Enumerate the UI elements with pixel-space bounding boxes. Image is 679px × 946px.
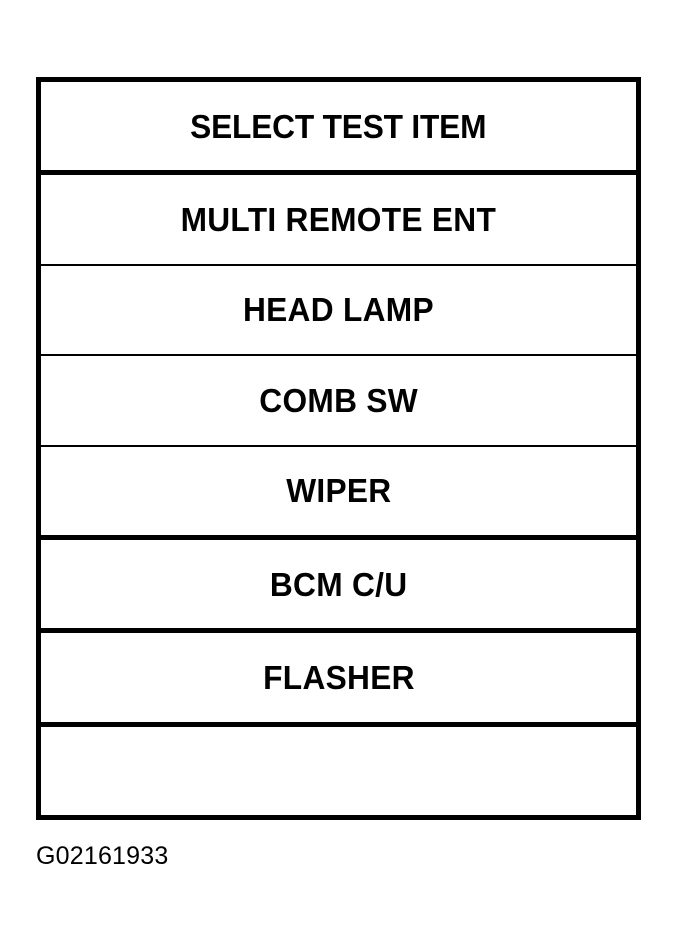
menu-item-comb-sw[interactable]: COMB SW (41, 356, 636, 447)
menu-item-label: MULTI REMOTE ENT (180, 201, 497, 239)
menu-empty-row[interactable] (41, 726, 636, 815)
menu-item-label: FLASHER (262, 658, 415, 696)
menu-item-label: WIPER (285, 472, 392, 510)
menu-header-row: SELECT TEST ITEM (41, 82, 636, 176)
menu-item-multi-remote-ent[interactable]: MULTI REMOTE ENT (41, 175, 636, 266)
menu-item-head-lamp[interactable]: HEAD LAMP (41, 265, 636, 357)
figure-caption: G02161933 (36, 842, 169, 870)
menu-item-flasher[interactable]: FLASHER (41, 633, 636, 727)
select-test-item-screen: SELECT TEST ITEM MULTI REMOTE ENT HEAD L… (36, 77, 641, 820)
menu-item-label: HEAD LAMP (243, 291, 434, 329)
menu-item-label: BCM C/U (269, 565, 408, 603)
menu-item-wiper[interactable]: WIPER (41, 446, 636, 540)
menu-header-label: SELECT TEST ITEM (190, 107, 487, 145)
menu-item-label: COMB SW (259, 381, 418, 419)
menu-item-bcm-cu[interactable]: BCM C/U (41, 539, 636, 634)
